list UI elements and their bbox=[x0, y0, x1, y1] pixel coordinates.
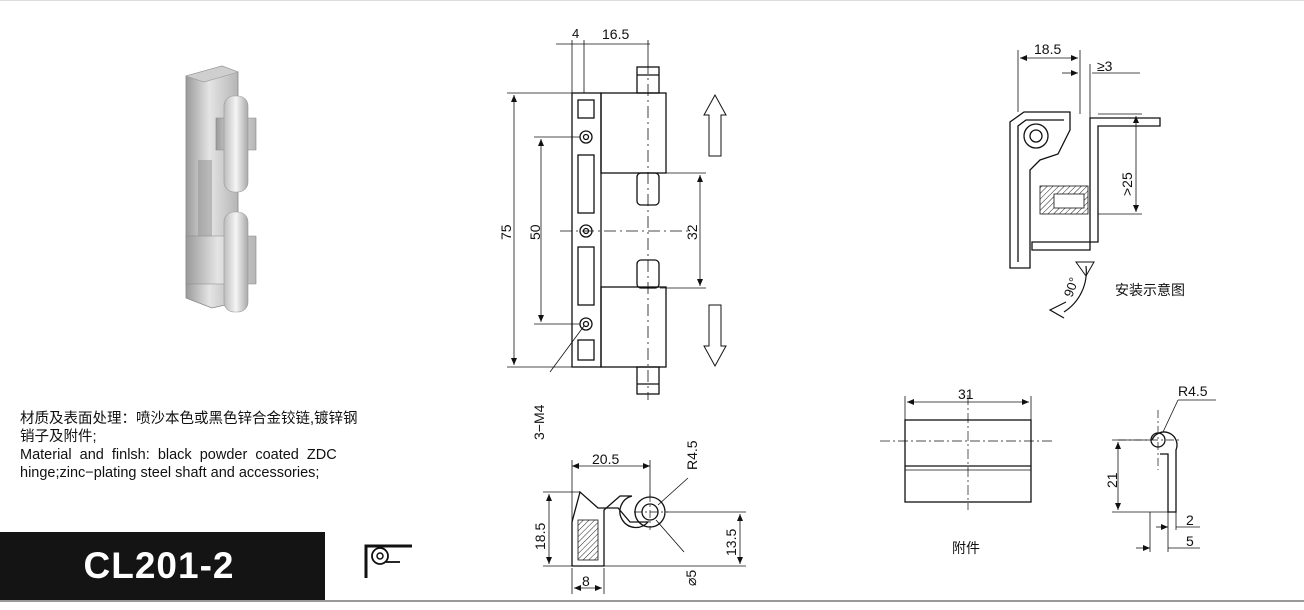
install-dim-min: >25 bbox=[1119, 172, 1135, 196]
accessory-dim-width: 31 bbox=[958, 386, 974, 402]
front-dim-top-b: 16.5 bbox=[602, 26, 629, 42]
model-title: CL201-2 bbox=[83, 545, 235, 586]
side-dim-width: 20.5 bbox=[592, 451, 619, 467]
bottom-rule bbox=[0, 600, 1304, 602]
product-photo bbox=[184, 65, 257, 313]
accessory-dim-height: 21 bbox=[1104, 472, 1120, 488]
front-dim-holes: 50 bbox=[527, 224, 543, 240]
material-description: 材质及表面处理：喷沙本色或黑色锌合金铰链,镀锌钢 销子及附件; Material… bbox=[20, 410, 438, 482]
side-dim-height: 18.5 bbox=[532, 523, 548, 550]
accessory-side bbox=[1112, 399, 1216, 552]
install-dim-width: 18.5 bbox=[1034, 41, 1061, 57]
accessory-caption: 附件 bbox=[952, 540, 980, 556]
accessory-dim-radius: R4.5 bbox=[1178, 383, 1208, 399]
install-dim-gap: ≥3 bbox=[1097, 58, 1113, 74]
front-dim-pin: 32 bbox=[684, 224, 700, 240]
install-caption: 安装示意图 bbox=[1115, 282, 1185, 298]
description-cn-line1: 材质及表面处理：喷沙本色或黑色锌合金铰链,镀锌钢 bbox=[20, 411, 358, 427]
side-dim-radius: R4.5 bbox=[684, 440, 700, 470]
mount-type-icon bbox=[364, 544, 412, 578]
side-dim-pin-dia: ⌀5 bbox=[683, 570, 699, 586]
install-view bbox=[1009, 50, 1161, 319]
description-cn-line2: 销子及附件; bbox=[20, 429, 97, 445]
accessory-front bbox=[880, 395, 1054, 510]
side-view bbox=[543, 460, 746, 594]
install-rotation: 90° bbox=[1061, 275, 1082, 299]
front-hole-callout: 3−M4 bbox=[531, 404, 547, 440]
accessory-dim-w: 5 bbox=[1186, 533, 1194, 549]
side-dim-thickness: 8 bbox=[582, 573, 590, 589]
accessory-dim-t: 2 bbox=[1186, 512, 1194, 528]
front-dim-top-a: 4 bbox=[572, 26, 579, 41]
front-view bbox=[507, 40, 727, 400]
side-dim-pin-height: 13.5 bbox=[723, 529, 739, 556]
model-title-box bbox=[0, 532, 325, 600]
front-dim-height: 75 bbox=[498, 224, 514, 240]
description-en-line2: hinge;zinc−plating steel shaft and acces… bbox=[20, 465, 320, 481]
top-border bbox=[0, 0, 1304, 1]
description-en-line1: Material and finlsh: black powder coated… bbox=[20, 447, 337, 463]
